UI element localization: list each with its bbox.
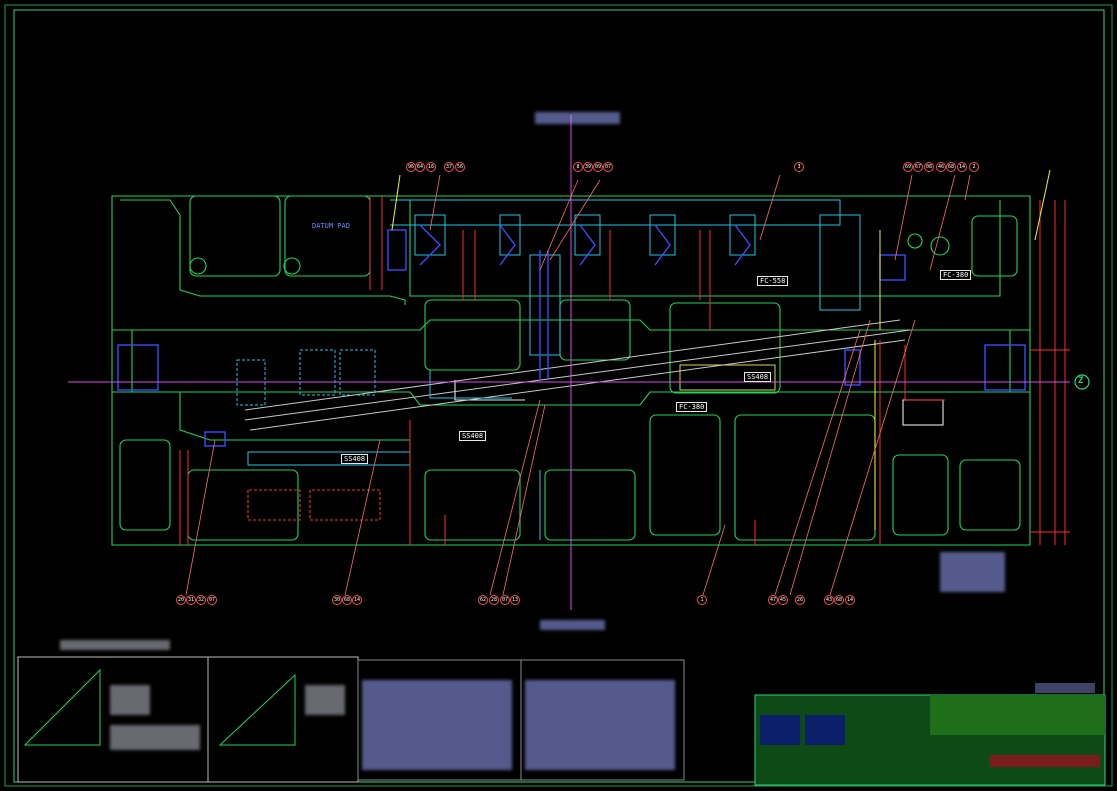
item-bottom-balloon: 30	[332, 595, 342, 605]
parts-list-table	[754, 683, 1106, 786]
fc-380-label-right: FC-380	[940, 270, 972, 280]
item-bottom-balloon: 26	[795, 595, 805, 605]
title-block-text-1	[60, 640, 170, 650]
blue-hardware	[117, 224, 1026, 447]
section-label	[540, 620, 605, 630]
item-bottom-balloon: 13	[510, 595, 520, 605]
item-bottom-balloon: 07	[500, 595, 510, 605]
item-bottom-balloon: 14	[352, 595, 362, 605]
item-top-balloon: 09	[593, 162, 603, 172]
title-block-text-3	[110, 725, 200, 750]
yellow-lines	[391, 169, 1051, 530]
fc-380-label-mid: FC-380	[676, 402, 708, 412]
title-text-top	[535, 112, 620, 124]
item-bottom-balloon: 32	[196, 595, 206, 605]
item-bottom-balloon: 20	[176, 595, 186, 605]
drawing-frame	[4, 4, 1113, 787]
centerlines	[68, 115, 1070, 610]
item-top-balloon: 16	[426, 162, 436, 172]
item-top-balloon: 56	[455, 162, 465, 172]
item-top-balloon: 8	[573, 162, 583, 172]
zone-marker-label: Z	[1078, 376, 1084, 386]
notes-block	[940, 552, 1005, 592]
item-top-balloon: 37	[444, 162, 454, 172]
table-block-2	[525, 680, 675, 770]
table-block-1	[362, 680, 512, 770]
title-block	[17, 656, 685, 783]
item-top-balloon: 2	[969, 162, 979, 172]
item-top-balloon: 07	[603, 162, 613, 172]
item-top-balloon: 08	[924, 162, 934, 172]
title-block-text-2	[110, 685, 150, 715]
ss408-label-left: SS408	[341, 454, 369, 464]
item-bottom-balloon: 1	[697, 595, 707, 605]
item-bottom-balloon: 07	[207, 595, 217, 605]
item-top-balloon: 14	[957, 162, 967, 172]
item-bottom-balloon: 31	[186, 595, 196, 605]
item-bottom-balloon: 28	[489, 595, 499, 605]
item-bottom-balloon: 68	[834, 595, 844, 605]
item-top-balloon: 68	[946, 162, 956, 172]
item-bottom-balloon: 47	[768, 595, 778, 605]
datum-pad-label: DATUM PAD	[312, 222, 350, 230]
item-bottom-balloon: 43	[824, 595, 834, 605]
fc-558-label: FC-558	[757, 276, 789, 286]
red-dimensions	[179, 196, 1070, 545]
item-top-balloon: 46	[936, 162, 946, 172]
item-bottom-balloon: 68	[342, 595, 352, 605]
leader-lines	[185, 174, 971, 596]
zone-marker-z	[1074, 374, 1090, 390]
item-top-balloon: 3	[794, 162, 804, 172]
ss408-label-mid: SS408	[459, 431, 487, 441]
item-top-balloon: 64	[415, 162, 425, 172]
item-bottom-balloon: 14	[845, 595, 855, 605]
item-bottom-balloon: 62	[478, 595, 488, 605]
ss408-label-right: SS408	[744, 372, 772, 382]
item-top-balloon: 67	[913, 162, 923, 172]
item-top-balloon: 69	[903, 162, 913, 172]
item-top-balloon: 39	[583, 162, 593, 172]
title-block-text-4	[305, 685, 345, 715]
item-bottom-balloon: 45	[778, 595, 788, 605]
